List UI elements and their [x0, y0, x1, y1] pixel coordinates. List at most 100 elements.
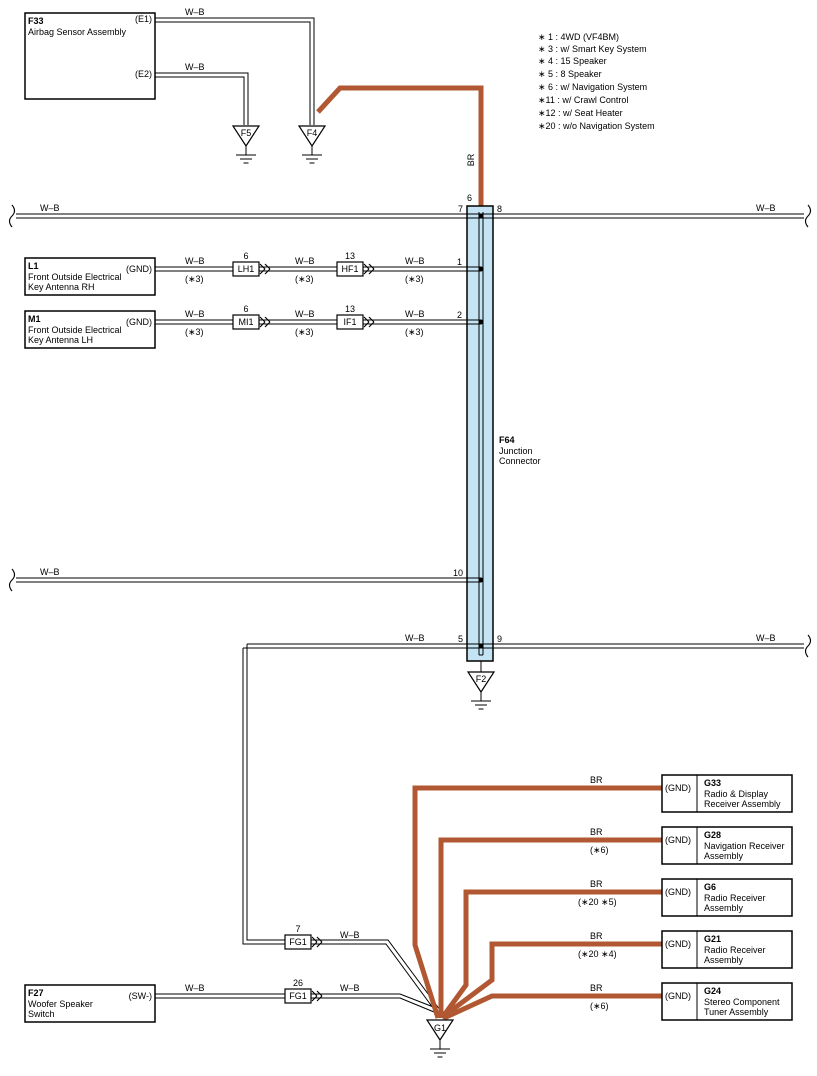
pin-label: 7: [458, 204, 463, 214]
connector-fg1-pin26: FG1 26: [284, 978, 323, 1004]
connector-pin: 26: [293, 978, 303, 988]
wire-color-label: W–B: [756, 633, 776, 643]
pin-label: (GND): [126, 264, 152, 274]
key-antenna-lh: M1 Front Outside Electrical Key Antenna …: [24, 310, 156, 349]
legend: ∗ 1 : 4WD (VF4BM) ∗ 3 : w/ Smart Key Sys…: [538, 32, 655, 131]
ground-g1: G1: [426, 1019, 454, 1058]
connector-label: FG1: [289, 937, 307, 947]
wire-color-label: BR: [590, 931, 603, 941]
stereo-tuner-g24: (GND) G24 Stereo Component Tuner Assembl…: [661, 982, 793, 1021]
component-id: F64: [499, 435, 515, 445]
condition-label: (∗3): [185, 274, 204, 284]
splice-point: [478, 319, 484, 325]
condition-label: (∗20 ∗5): [578, 897, 617, 907]
connector-pin: 13: [345, 304, 355, 314]
connector-label: MI1: [238, 317, 253, 327]
pin-label: (E2): [135, 69, 152, 79]
navigation-receiver-g28: (GND) G28 Navigation Receiver Assembly: [661, 826, 793, 865]
wire-bus-pin7-8: [16, 213, 804, 219]
connector-pin: 7: [295, 924, 300, 934]
connector-hf1: HF1 13: [336, 251, 375, 277]
component-name: Radio Receiver: [704, 893, 766, 903]
ground-f5: F5: [232, 125, 260, 164]
component-name: Assembly: [704, 851, 744, 861]
wire-color-label: W–B: [340, 983, 360, 993]
component-name: Navigation Receiver: [704, 841, 785, 851]
component-name: Tuner Assembly: [704, 1007, 769, 1017]
component-name: Woofer Speaker: [28, 999, 93, 1009]
wire-break: [8, 568, 16, 592]
component-name: Junction: [499, 446, 533, 456]
splice-point: [478, 266, 484, 272]
wire-color-label: W–B: [185, 62, 205, 72]
condition-label: (∗3): [295, 327, 314, 337]
connector-label: HF1: [341, 264, 358, 274]
wire-color-label: W–B: [756, 203, 776, 213]
component-id: G21: [704, 934, 721, 944]
br-ground-bundle: [412, 785, 662, 1021]
pin-label: 5: [458, 634, 463, 644]
connector-pin: 6: [243, 251, 248, 261]
component-name: Radio & Display: [704, 789, 769, 799]
pin-label: 9: [497, 634, 502, 644]
wire-color-label: W–B: [295, 309, 315, 319]
condition-label: (∗6): [590, 1001, 609, 1011]
connector-if1: IF1 13: [336, 304, 375, 330]
condition-label: (∗3): [405, 274, 424, 284]
pin-label: (GND): [126, 317, 152, 327]
legend-line: ∗ 5 : 8 Speaker: [538, 69, 602, 79]
radio-receiver-g6: (GND) G6 Radio Receiver Assembly: [661, 878, 793, 917]
pin-label: 10: [453, 568, 463, 578]
connector-pin: 13: [345, 251, 355, 261]
pin-label: (GND): [665, 783, 691, 793]
legend-line: ∗ 1 : 4WD (VF4BM): [538, 32, 619, 42]
connector-mi1: MI1 6: [232, 304, 271, 330]
wire-m1-pin2: [155, 319, 481, 325]
connector-label: FG1: [289, 991, 307, 1001]
pin-label: (SW-): [129, 991, 152, 1001]
ground-label: F4: [307, 128, 318, 138]
ground-label: G1: [434, 1023, 446, 1033]
condition-label: (∗3): [405, 327, 424, 337]
wire-break: [8, 204, 16, 228]
pin-label: (GND): [665, 939, 691, 949]
ground-f4: F4: [298, 125, 326, 164]
pin-label: (GND): [665, 887, 691, 897]
splice-point: [478, 577, 484, 583]
airbag-sensor-assembly: F33 Airbag Sensor Assembly (E1) (E2): [24, 12, 156, 100]
splice-point: [478, 213, 484, 219]
component-name: Front Outside Electrical: [28, 272, 122, 282]
junction-connector-f64: F64 Junction Connector: [466, 205, 541, 662]
wire-e2-f5: [155, 72, 249, 125]
wire-color-label: W–B: [405, 309, 425, 319]
wire-break: [804, 204, 812, 228]
legend-line: ∗12 : w/ Seat Heater: [538, 108, 623, 118]
wire-color-label: W–B: [340, 930, 360, 940]
wire-color-label: W–B: [185, 256, 205, 266]
wire-bus-pin5-9: [242, 643, 804, 945]
legend-line: ∗20 : w/o Navigation System: [538, 121, 655, 131]
condition-label: (∗20 ∗4): [578, 949, 617, 959]
component-id: F27: [28, 988, 44, 998]
component-name: Receiver Assembly: [704, 799, 781, 809]
legend-line: ∗11 : w/ Crawl Control: [538, 95, 628, 105]
component-name: Connector: [499, 456, 541, 466]
condition-label: (∗6): [590, 845, 609, 855]
ground-label: F2: [476, 674, 487, 684]
pin-label: 6: [467, 193, 472, 203]
component-id: G24: [704, 986, 721, 996]
component-id: G33: [704, 778, 721, 788]
component-id: M1: [28, 314, 41, 324]
wire-break: [804, 634, 812, 658]
wire-color-label: BR: [466, 153, 476, 166]
wire-color-label: W–B: [405, 633, 425, 643]
connector-lh1: LH1 6: [232, 251, 271, 277]
wire-f27-g1: [155, 993, 437, 1013]
condition-label: (∗3): [295, 274, 314, 284]
legend-line: ∗ 4 : 15 Speaker: [538, 56, 607, 66]
wire-color-label: W–B: [295, 256, 315, 266]
ground-f2: F2: [467, 671, 495, 710]
component-name: Front Outside Electrical: [28, 325, 122, 335]
wire-color-label: W–B: [40, 203, 60, 213]
